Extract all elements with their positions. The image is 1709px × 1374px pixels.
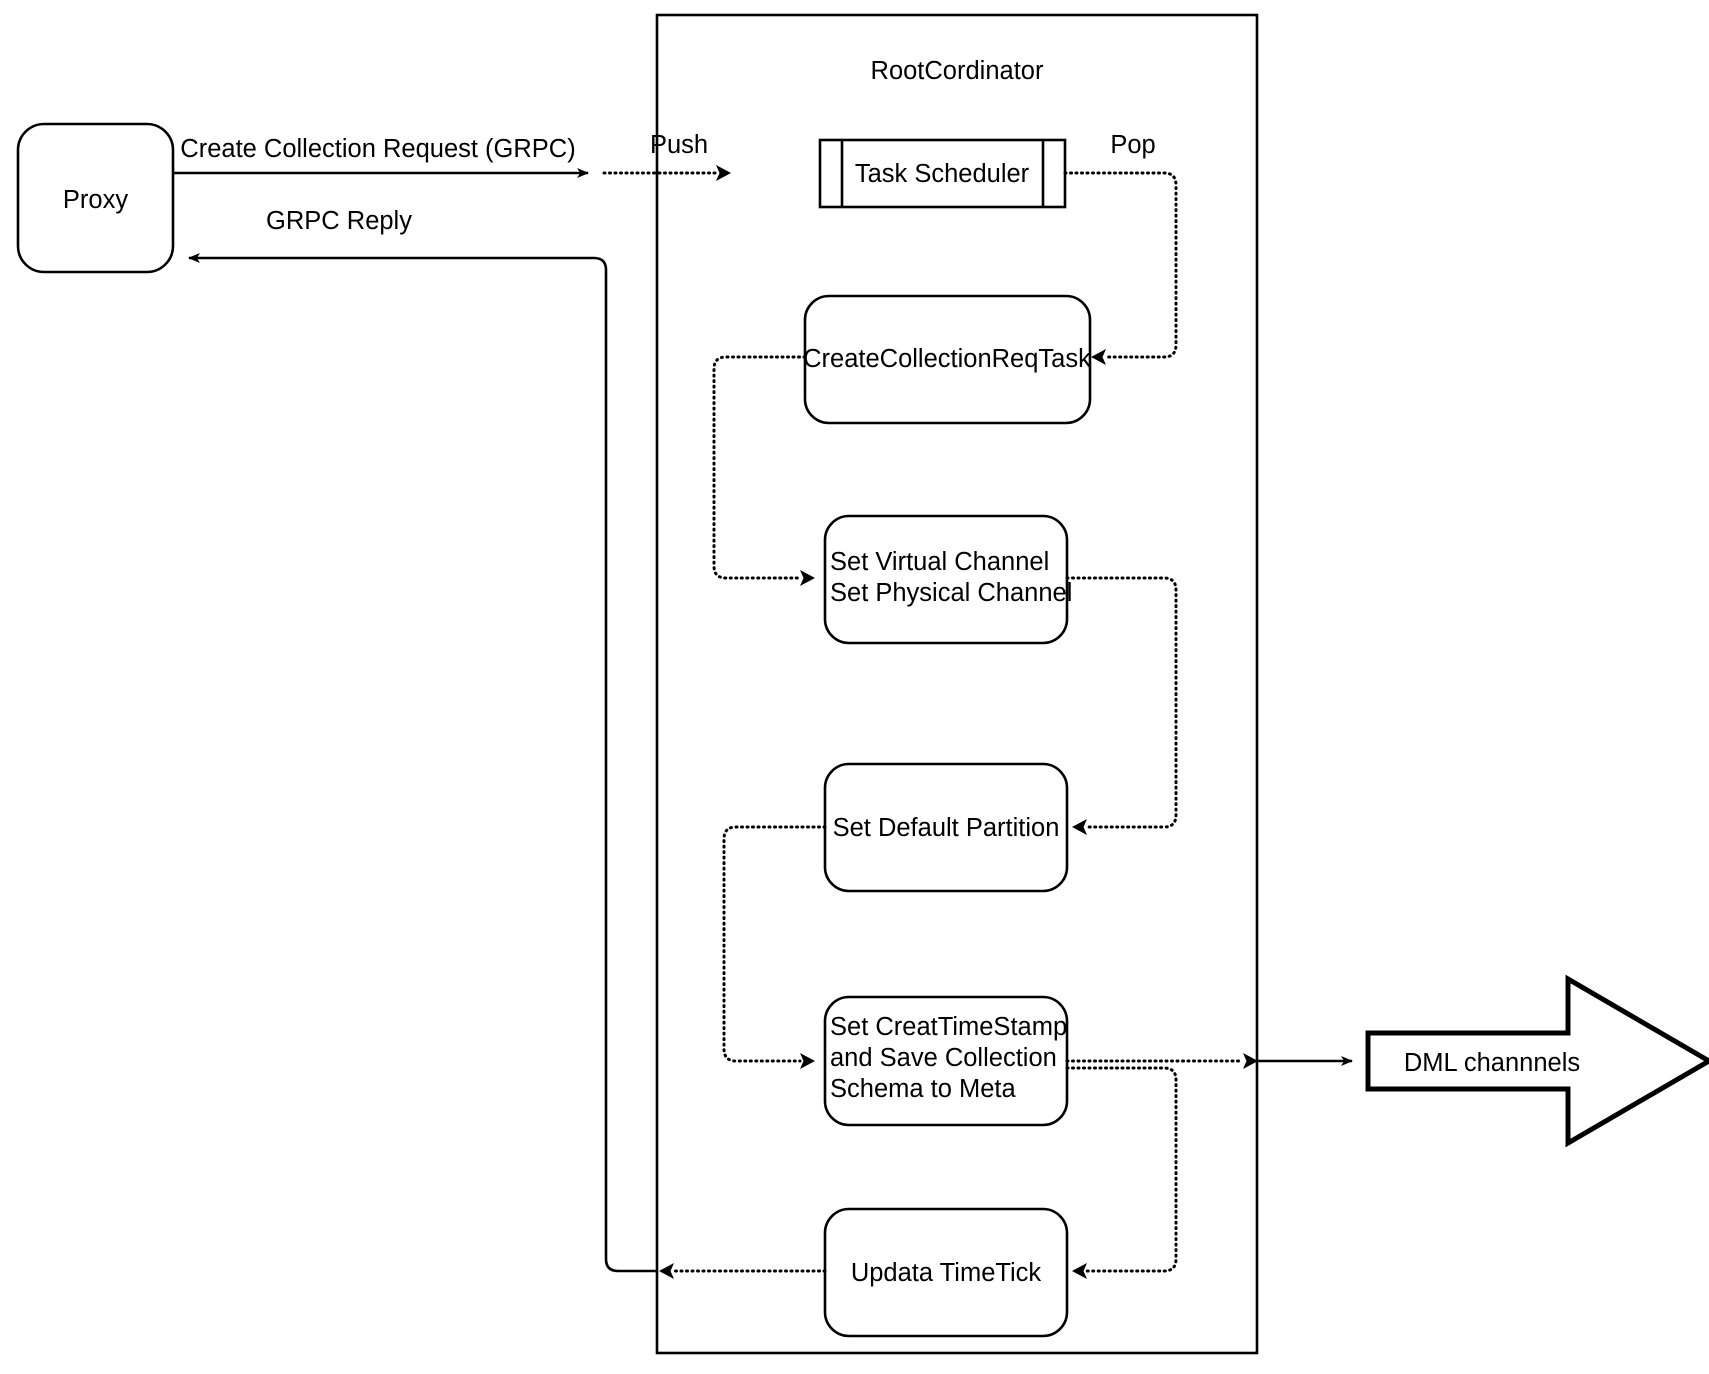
edge-grpc-reply-label: GRPC Reply (266, 207, 412, 235)
edge-timetick-to-boundary (659, 1263, 827, 1279)
node-set-create-timestamp-label-line2: and Save Collection (830, 1044, 1057, 1072)
node-update-timetick[interactable]: Updata TimeTick (823, 1207, 1069, 1338)
node-proxy-label: Proxy (63, 186, 128, 214)
edge-grpc-reply: GRPC Reply (188, 207, 657, 1273)
edge-push: Push (602, 131, 731, 181)
node-set-create-timestamp-label-line3: Schema to Meta (830, 1075, 1016, 1103)
node-set-create-timestamp[interactable]: Set CreatTimeStamp and Save Collection S… (823, 995, 1069, 1127)
edge-push-label: Push (650, 131, 708, 159)
node-proxy[interactable]: Proxy (16, 122, 175, 274)
node-dml-channels[interactable]: DML channnels (1365, 974, 1709, 1148)
node-task-scheduler[interactable]: Task Scheduler (818, 138, 1067, 209)
node-set-default-partition[interactable]: Set Default Partition (823, 762, 1069, 893)
edge-pop-label: Pop (1110, 131, 1155, 159)
edge-channels-to-partition (1065, 576, 1178, 835)
node-set-channels-label-line2: Set Physical Channel (830, 579, 1072, 607)
edge-pop: Pop (1063, 131, 1178, 365)
node-update-timetick-label: Updata TimeTick (851, 1259, 1042, 1287)
edge-partition-to-timestamp (722, 825, 827, 1069)
edge-task-to-channels (712, 355, 815, 586)
node-set-channels[interactable]: Set Virtual Channel Set Physical Channel (823, 514, 1072, 645)
edge-create-collection-request: Create Collection Request (GRPC) (173, 135, 589, 178)
node-create-collection-req-task-label: CreateCollectionReqTask (803, 345, 1091, 373)
node-task-scheduler-label: Task Scheduler (855, 160, 1030, 188)
node-create-collection-req-task[interactable]: CreateCollectionReqTask (803, 294, 1092, 425)
node-set-channels-label-line1: Set Virtual Channel (830, 548, 1049, 576)
edge-timestamp-to-dml (1065, 1053, 1353, 1069)
node-dml-channels-label: DML channnels (1404, 1049, 1580, 1077)
node-set-create-timestamp-label-line1: Set CreatTimeStamp (830, 1013, 1067, 1041)
rootcordinator-title: RootCordinator (871, 57, 1044, 85)
rootcordinator-container: RootCordinator (655, 13, 1259, 1355)
edge-timestamp-to-timetick (1065, 1066, 1178, 1279)
edge-create-collection-request-label: Create Collection Request (GRPC) (180, 135, 575, 163)
node-set-default-partition-label: Set Default Partition (833, 814, 1060, 842)
